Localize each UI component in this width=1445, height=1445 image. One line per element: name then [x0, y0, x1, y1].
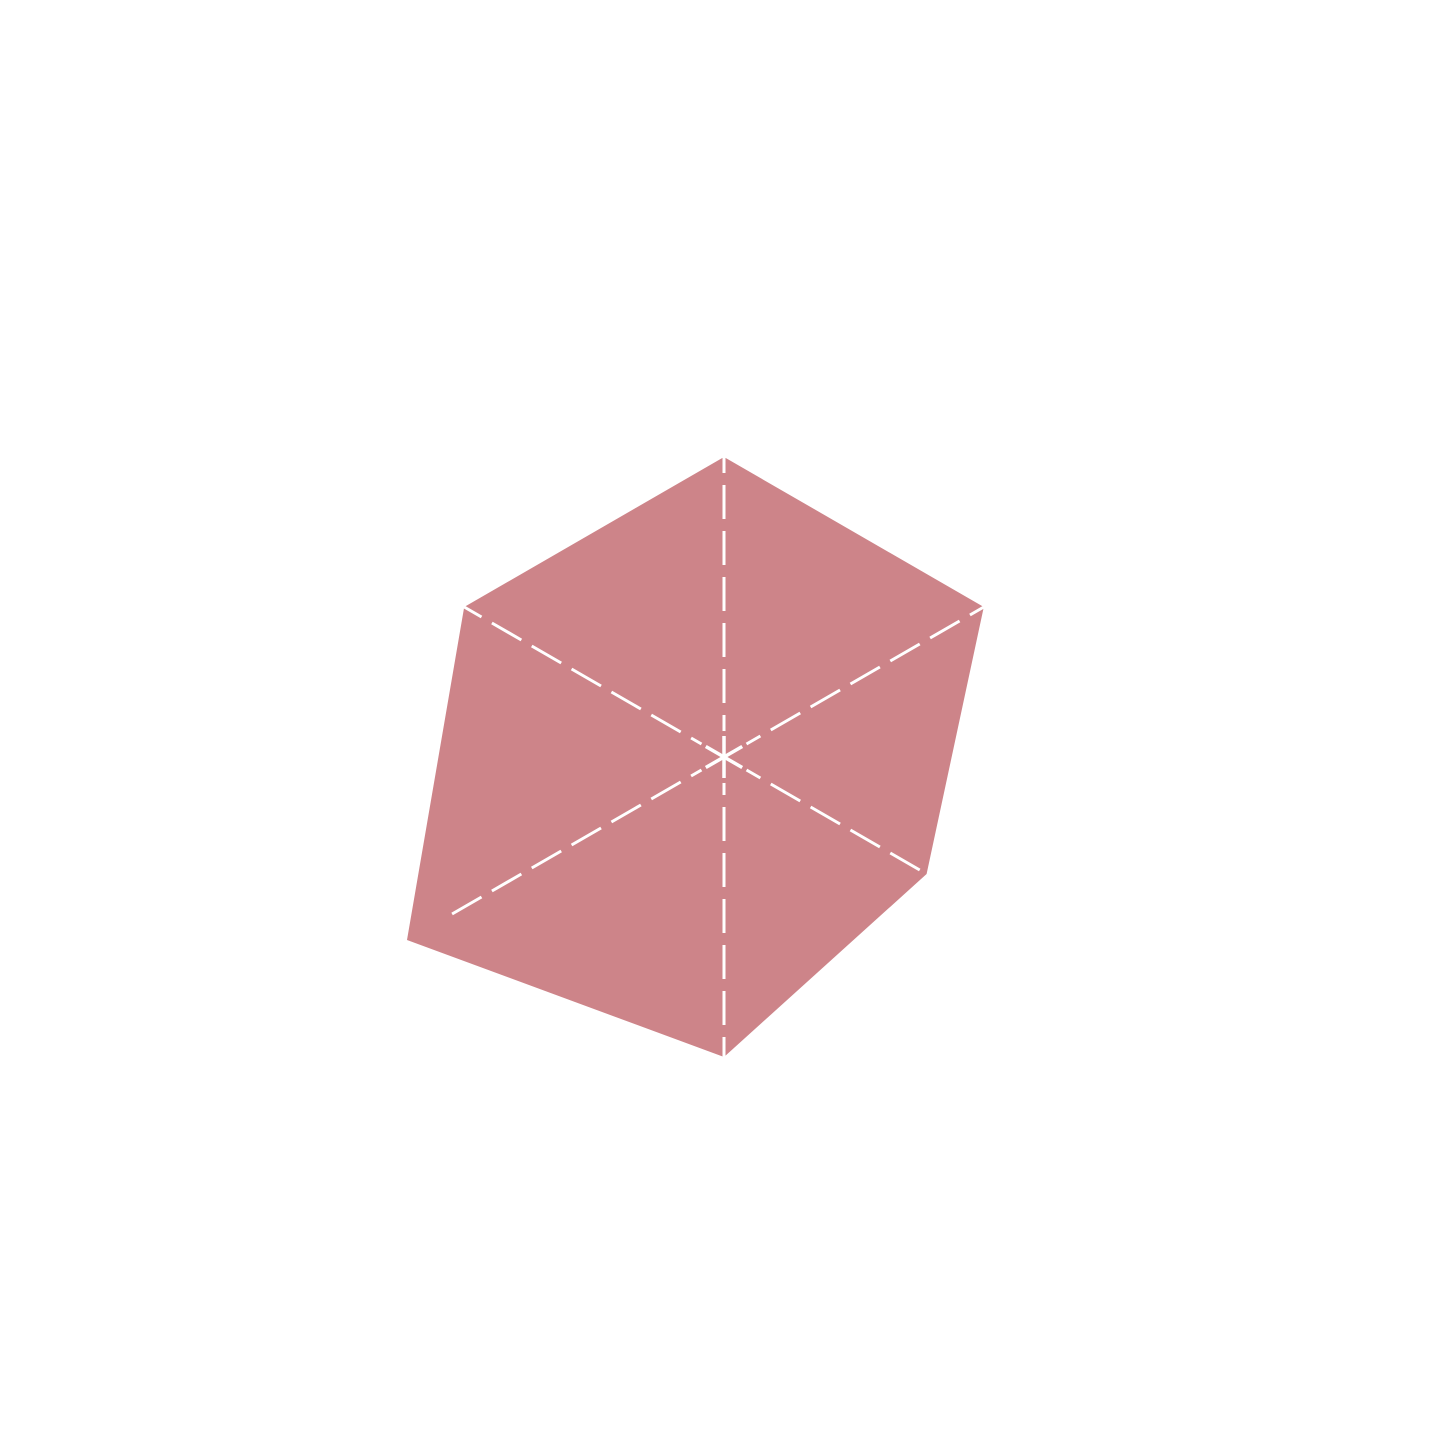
center-asterisk-stroke-2: [704, 744, 744, 770]
grid-axis-line-1: [447, 596, 1001, 918]
series-polygon-0: [407, 457, 984, 1057]
radial-grid: [447, 439, 1001, 1075]
center-marker: [698, 731, 750, 783]
series-layer: [406, 456, 984, 1058]
grid-axis-line-2: [447, 596, 1001, 918]
